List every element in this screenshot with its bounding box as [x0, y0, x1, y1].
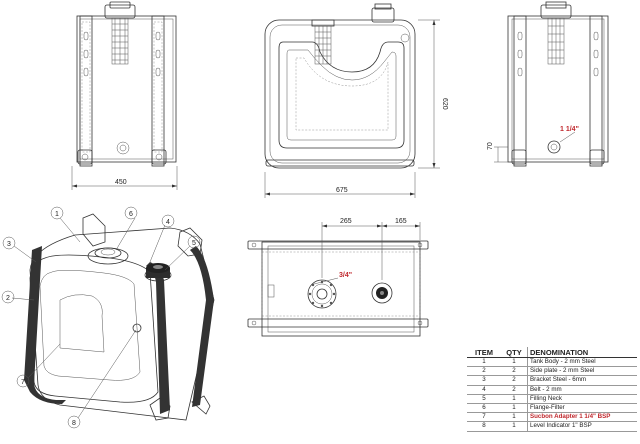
callout-8: 8 — [67, 415, 81, 429]
callout-5: 5 — [187, 235, 201, 249]
suction-port-label: 1 1/4" — [560, 126, 579, 133]
bom-header-denomination: DENOMINATION — [527, 347, 637, 358]
svg-text:7: 7 — [21, 379, 25, 386]
isometric-view: 1 3 2 6 4 5 7 8 — [1, 206, 215, 429]
callout-6: 6 — [124, 206, 138, 220]
dim-side-width: 675 — [336, 187, 348, 194]
end-view: 1 1/4" 70 — [487, 1, 609, 167]
callout-2: 2 — [1, 290, 15, 304]
return-port-label: 3/4" — [339, 272, 352, 279]
svg-text:1: 1 — [55, 211, 59, 218]
front-view: 450 — [71, 1, 178, 190]
callout-7: 7 — [16, 374, 30, 388]
side-view: 620 675 — [264, 3, 448, 198]
dim-top-left: 265 — [340, 218, 352, 225]
svg-text:2: 2 — [6, 295, 10, 302]
dim-side-height: 620 — [441, 98, 448, 110]
callout-1: 1 — [50, 206, 64, 220]
dim-front-width: 450 — [115, 179, 127, 186]
callout-4: 4 — [161, 214, 175, 228]
top-view: 3/4" 265 165 — [247, 218, 429, 337]
callout-3: 3 — [2, 236, 16, 250]
svg-text:6: 6 — [129, 211, 133, 218]
bom-header-item: ITEM — [467, 347, 501, 358]
dim-top-right: 165 — [395, 218, 407, 225]
svg-text:3: 3 — [7, 241, 11, 248]
dim-port-offset: 70 — [487, 142, 494, 150]
svg-text:5: 5 — [192, 240, 196, 247]
svg-text:8: 8 — [72, 420, 76, 427]
bom-header-row: ITEM QTY DENOMINATION — [467, 347, 637, 358]
bom-header-qty: QTY — [501, 347, 528, 358]
svg-text:4: 4 — [166, 219, 170, 226]
